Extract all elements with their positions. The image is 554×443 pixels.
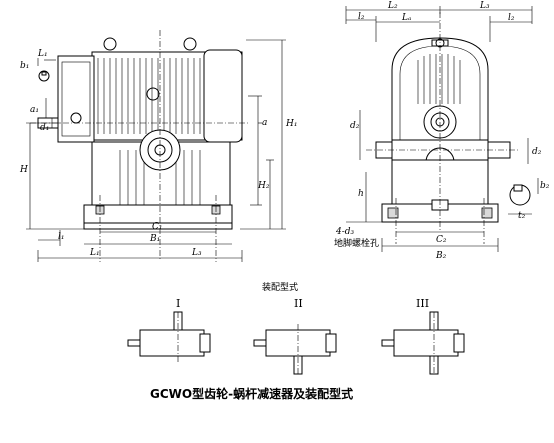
label-hole: 4-d₃ [335, 227, 355, 237]
assembly-title: 装配型式 [262, 281, 298, 293]
label-L3: L₃ [479, 1, 490, 11]
label-anchor-bolt-hole: 地脚螺栓孔 [334, 237, 379, 249]
motor-fins [97, 58, 201, 134]
label-t2: t₂ [518, 211, 526, 221]
label-l2: l₂ [358, 12, 365, 22]
label-b1: b₁ [20, 61, 29, 71]
label-l1: l₁ [58, 232, 65, 242]
label-L2: L₂ [387, 1, 398, 11]
side-view: L₂ L₃ l₂ Lₐ l₂ d₂ d₂ b₂ t₂ h 4-d₃ 地脚螺栓孔 … [334, 1, 550, 261]
assembly-type-II-label: II [294, 297, 303, 310]
label-d1: d₁ [40, 123, 49, 133]
label-a1: a₁ [30, 105, 39, 115]
assembly-type-I [127, 311, 211, 362]
label-L3-left: L₃ [191, 248, 202, 258]
label-H: H [19, 165, 28, 175]
side-fins [417, 54, 461, 104]
label-C2: C₂ [436, 235, 447, 245]
assembly-type-I-label: I [176, 297, 180, 310]
label-L1-top: L₁ [37, 49, 48, 59]
label-d2-left: d₂ [350, 121, 360, 131]
assembly-type-III-label: III [416, 297, 429, 310]
label-C1: C₁ [152, 222, 163, 232]
label-d2-right: d₂ [532, 147, 542, 157]
label-b2: b₂ [540, 181, 550, 191]
label-H1: H₁ [285, 119, 297, 129]
front-view: L₁ b₁ a₁ d₁ H l₁ C₁ B₁ L₁ L₃ a H₁ H₂ [19, 30, 297, 262]
label-H2: H₂ [257, 181, 270, 191]
assembly-type-III [381, 311, 465, 375]
label-LA: Lₐ [401, 13, 411, 23]
label-B1: B₁ [149, 234, 160, 244]
assembly-type-II [253, 324, 337, 375]
label-l2-right: l₂ [508, 13, 515, 23]
label-B2: B₂ [435, 251, 447, 261]
figure-caption: GCWO型齿轮-蜗杆减速器及装配型式 [150, 386, 353, 401]
label-L1: L₁ [89, 248, 100, 258]
label-a: a [262, 118, 267, 128]
assembly-types: 装配型式 I II III [127, 281, 465, 375]
label-h: h [358, 189, 364, 199]
